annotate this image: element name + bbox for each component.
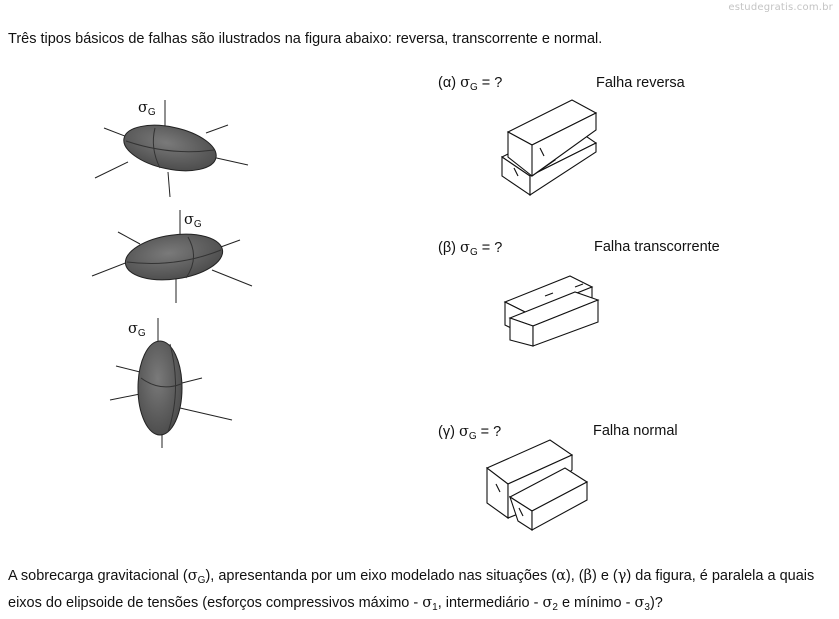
intro-text: Três tipos básicos de falhas são ilustra… (8, 31, 603, 47)
sigma-g-label-2: σG (184, 212, 202, 230)
watermark: estudegratis.com.br (728, 2, 833, 13)
sigma-g-label-1: σG (138, 100, 156, 118)
fault-beta-name: Falha transcorrente (594, 239, 720, 255)
fault-gamma-query: (γ) σG = ? (438, 424, 502, 442)
ellipsoid-normal (109, 318, 233, 448)
question-text: A sobrecarga gravitacional (σG), apresen… (8, 568, 815, 613)
fault-alpha-query: (α) σG = ? (438, 75, 503, 93)
fault-alpha-name: Falha reversa (596, 75, 685, 91)
block-reverse (500, 99, 598, 197)
ellipsoid-reverse (94, 100, 249, 198)
fault-figure (91, 99, 600, 532)
block-normal (485, 439, 589, 532)
sigma-g-label-3: σG (128, 321, 146, 339)
fault-beta-query: (β) σG = ? (438, 240, 503, 258)
block-strike-slip (503, 275, 600, 347)
fault-gamma-name: Falha normal (593, 423, 678, 439)
ellipsoid-strike-slip (91, 210, 253, 303)
